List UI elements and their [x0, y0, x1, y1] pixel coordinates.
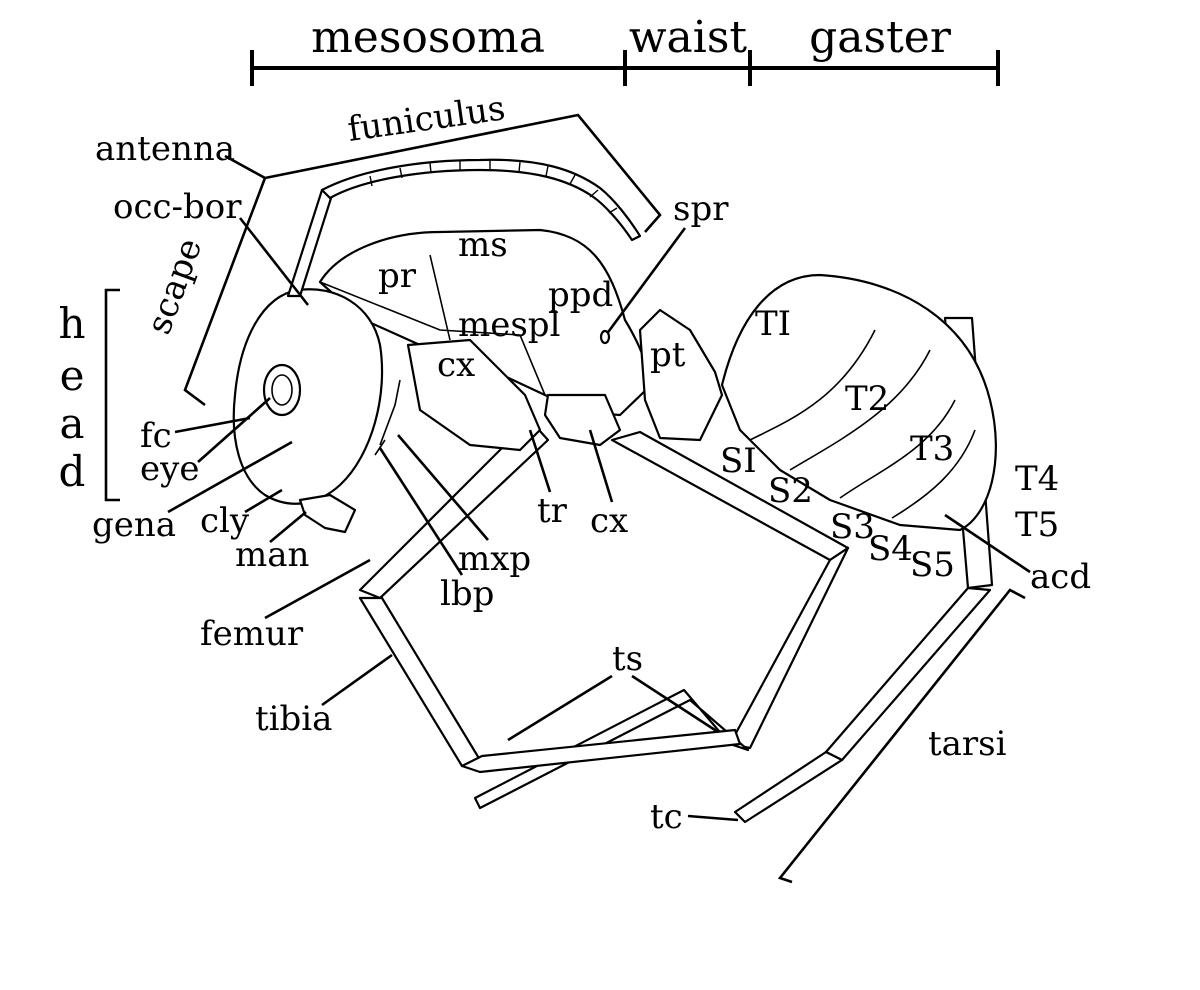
label-cly: cly [200, 501, 250, 541]
label-tibia: tibia [255, 699, 332, 739]
tarsi-bracket [777, 588, 1026, 884]
head-capsule [232, 288, 384, 505]
label-eye: eye [140, 449, 199, 489]
label-ts: ts [612, 639, 643, 679]
label-fc: fc [140, 416, 172, 456]
label-occ-bor: occ-bor [113, 187, 242, 227]
label-gena: gena [92, 505, 176, 545]
label-T2: T2 [845, 379, 889, 419]
front-coxa [406, 338, 542, 452]
gaster [720, 273, 997, 532]
head-letter-h: h [58, 299, 85, 348]
label-scape: scape [139, 233, 210, 339]
label-spr: spr [673, 189, 729, 229]
section-brackets [250, 50, 1000, 86]
label-pr: pr [378, 256, 417, 296]
section-label-waist: waist [629, 12, 748, 63]
label-lbp: lbp [440, 574, 494, 614]
antenna-funiculus [320, 158, 642, 242]
mandible [298, 493, 357, 534]
label-femur: femur [200, 614, 304, 654]
label-tc: tc [650, 797, 683, 837]
compound-eye [262, 363, 302, 417]
label-funiculus: funiculus [345, 88, 507, 150]
label-T3: T3 [910, 429, 954, 469]
label-T5: T5 [1015, 505, 1059, 545]
label-mespl: mespl [458, 305, 560, 345]
middle-coxa [543, 393, 622, 447]
petiole [638, 308, 724, 442]
label-acd: acd [1030, 557, 1091, 597]
label-T4: T4 [1015, 459, 1059, 499]
label-S3: S3 [830, 507, 875, 547]
funiculus-bracket [264, 113, 662, 233]
label-ms: ms [458, 225, 508, 265]
label-S5: S5 [910, 545, 955, 585]
label-T1: TI [755, 304, 791, 344]
scape-bracket [183, 154, 267, 407]
section-label-mesosoma: mesosoma [311, 12, 545, 63]
ant-illustration [232, 158, 997, 824]
head-bracket [104, 288, 120, 502]
label-tr: tr [537, 491, 568, 531]
label-tarsi: tarsi [928, 724, 1007, 764]
head-letter-e: e [60, 351, 85, 400]
label-pt: pt [650, 335, 686, 375]
head-letter-a: a [59, 399, 84, 448]
label-S4: S4 [868, 529, 913, 569]
head-letter-d: d [59, 447, 86, 496]
label-S1: SI [720, 441, 757, 481]
label-cx-front: cx [437, 345, 475, 385]
spiracle [599, 329, 611, 345]
label-mxp: mxp [458, 539, 531, 579]
label-ppd: ppd [548, 275, 613, 315]
section-label-gaster: gaster [809, 12, 952, 63]
label-cx-mid: cx [590, 501, 628, 541]
label-S2: S2 [768, 471, 813, 511]
label-antenna: antenna [95, 129, 235, 169]
